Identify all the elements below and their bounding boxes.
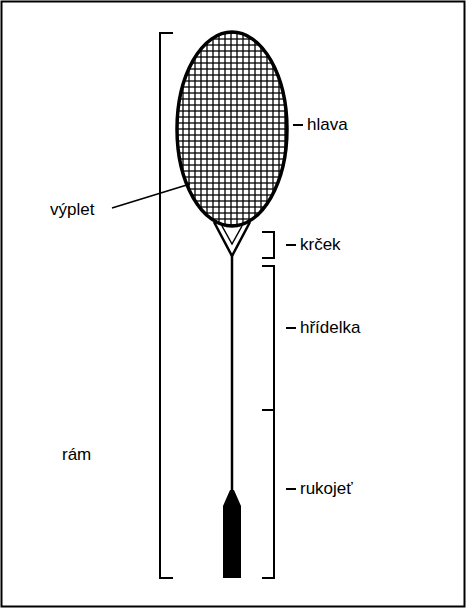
leader-dash — [286, 488, 296, 490]
frame-bracket — [160, 33, 173, 578]
part-label: hřídelka — [300, 319, 360, 338]
shaft-bracket — [262, 266, 274, 410]
racket-throat-inner — [222, 226, 242, 244]
neck-bracket — [262, 232, 274, 258]
part-label: rukojeť — [300, 480, 353, 499]
handle-bracket — [262, 410, 274, 578]
part-label: krček — [300, 236, 341, 255]
leader-dash — [293, 124, 303, 126]
part-label: hlava — [307, 116, 348, 135]
leader-dash — [286, 244, 296, 246]
racket-handle — [223, 490, 241, 578]
racket-shaft — [231, 254, 234, 492]
racket-head — [177, 32, 287, 226]
leader-line — [112, 184, 190, 208]
part-label: rám — [62, 446, 91, 465]
part-label: výplet — [50, 201, 94, 220]
leader-dash — [286, 327, 296, 329]
